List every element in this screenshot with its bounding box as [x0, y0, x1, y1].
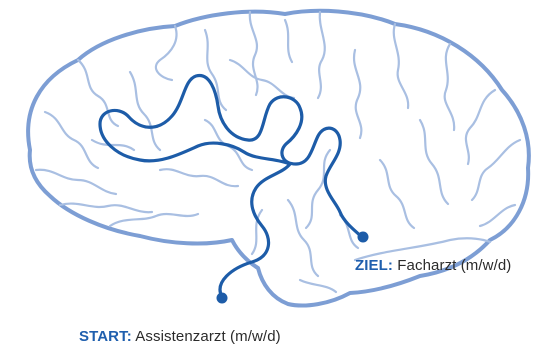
brain-folds: [36, 12, 520, 292]
start-label: START: Assistenzarzt (m/w/d): [79, 328, 281, 346]
start-marker-icon: [217, 293, 228, 304]
goal-label: ZIEL: Facharzt (m/w/d): [355, 257, 511, 275]
start-label-key: START:: [79, 328, 132, 345]
goal-marker-icon: [358, 232, 369, 243]
goal-label-text: Facharzt (m/w/d): [397, 257, 511, 274]
start-label-text: Assistenzarzt (m/w/d): [135, 328, 280, 345]
goal-label-key: ZIEL:: [355, 257, 393, 274]
